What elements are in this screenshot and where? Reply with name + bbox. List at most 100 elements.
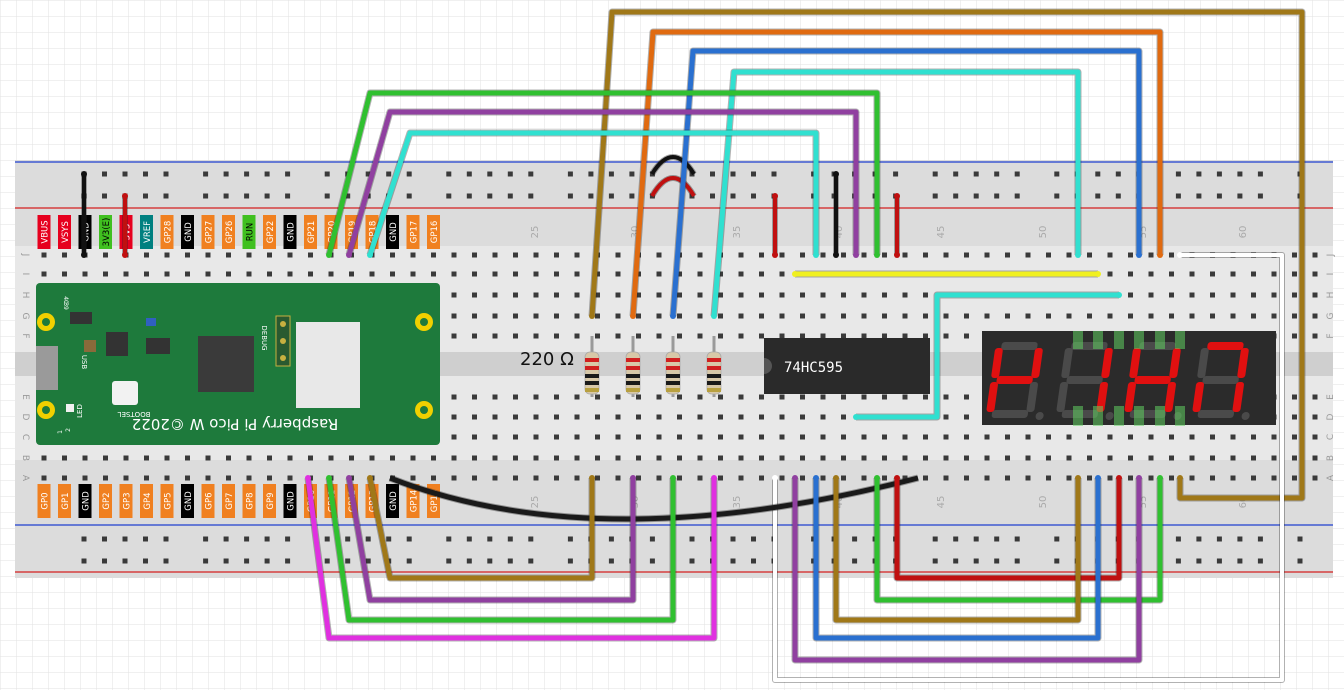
hole [431,252,436,258]
rail-hole [345,558,351,564]
hole [513,271,518,277]
hole [1251,292,1256,298]
rail-hole [285,171,291,177]
hole [882,252,887,258]
pin-label-bg [37,215,51,249]
row-label: H [20,292,30,299]
hole [1292,333,1297,339]
rail-hole [1196,193,1202,199]
segment [991,410,1029,418]
row-label: J [1326,254,1336,258]
hole [1189,455,1195,461]
rail-hole [285,193,291,199]
hole [123,475,129,481]
hole [902,292,908,298]
wire-purple-bottom [346,477,636,603]
wire-blue-bottom [813,478,1101,641]
hole [759,414,764,420]
hole [62,271,67,277]
pico-board-text: Raspberry Pi Pico W ©2022 [132,415,339,433]
hole [861,475,867,481]
hole [677,475,682,481]
hole [697,292,703,298]
rail-hole [446,558,452,564]
hole [636,455,641,461]
column-label: 55 [1138,226,1149,239]
hole [82,475,88,481]
hole [574,292,580,298]
hole [574,313,580,319]
hole [1312,333,1318,339]
hole [677,455,682,461]
pin-label-bg [99,215,112,249]
hole [1169,475,1174,481]
hole [472,271,477,277]
pin-label-text: GND [287,491,297,511]
pin-label-text: GND [184,222,194,242]
pin-label-text: 3V3(E) [102,218,112,247]
hole [1271,271,1277,277]
segment [986,382,998,412]
rail-hole [1297,536,1303,542]
rail-hole [751,558,756,564]
rail-hole [1095,193,1101,199]
hole [62,252,67,258]
pin-number-39: 39 [62,302,69,310]
rail-hole [102,558,107,564]
rail-hole [1014,171,1020,177]
pin-label-bg [140,215,153,249]
rail-hole [629,193,635,199]
hole [1312,475,1318,481]
hole [779,333,785,339]
hole [595,292,600,298]
pin-label-text: GP18 [369,221,379,244]
segment [1164,382,1176,412]
rail-hole [852,536,858,542]
pin-label-bg [37,484,51,518]
rail-hole [567,536,573,542]
pin-label-bg [99,484,112,518]
hole [882,394,887,400]
rail-hole [81,536,87,542]
hole [615,455,621,461]
display-pin [1073,406,1083,426]
hole [451,252,457,258]
rail-hole [1237,193,1243,199]
hole [164,252,170,258]
hole [902,313,908,319]
pin-label: GND [181,484,194,518]
rail-hole [122,536,128,542]
hole [1066,313,1072,319]
pin-label-text: GP3 [123,492,133,509]
hole [513,475,518,481]
hole [513,333,518,339]
pin-label: GP9 [263,484,276,518]
rail-hole [608,536,614,542]
hole [1312,271,1318,277]
hole [1251,475,1256,481]
pin-label-text: GP17 [410,221,420,244]
segment [1124,382,1136,412]
rail-hole [264,536,270,542]
hole [1046,313,1051,319]
hole [882,292,887,298]
hole [636,394,641,400]
row-label: C [1326,434,1336,440]
hole [164,271,170,277]
hole [1107,252,1113,258]
hole [964,455,969,461]
rail-hole [102,536,107,542]
hole [595,414,600,420]
wire-purple-bottom-2 [792,478,1142,663]
pin-label-bg [119,484,133,518]
wire-cyan [711,69,1081,317]
hole [943,455,949,461]
segment [1197,410,1235,418]
rail-hole [730,558,736,564]
hole [882,455,887,461]
rail-hole [102,193,107,199]
hole [1005,252,1010,258]
rail-hole [932,193,938,199]
rail-hole [365,171,371,177]
